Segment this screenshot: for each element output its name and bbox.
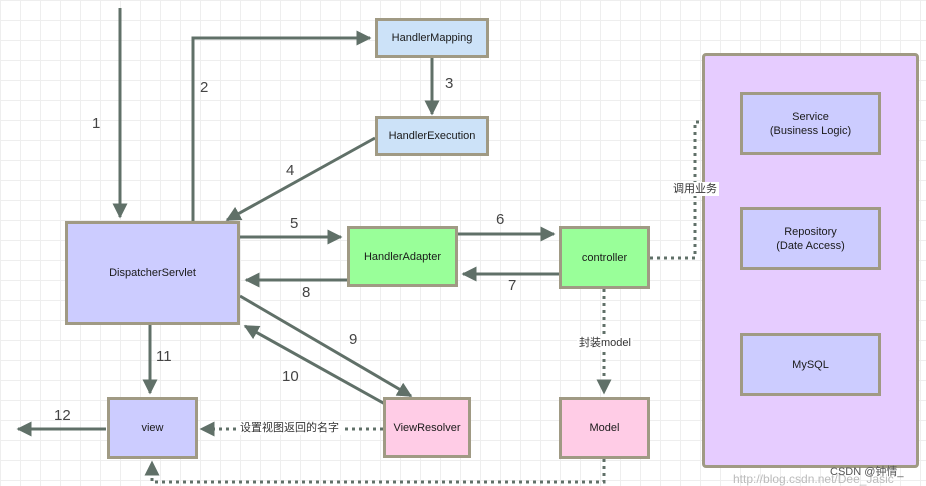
step-4-label: 4	[286, 162, 295, 179]
view-resolver-node: ViewResolver	[383, 397, 471, 458]
step-9-label: 9	[349, 331, 358, 348]
arrow-10	[243, 324, 386, 406]
step-5-label: 5	[290, 215, 299, 232]
step-6-label: 6	[496, 211, 505, 228]
wrap-model-label: 封装model	[577, 336, 633, 350]
watermark-url: http://blog.csdn.net/Dee_Jasic	[733, 472, 894, 486]
handler-adapter-node: HandlerAdapter	[347, 226, 458, 287]
service-node: Service (Business Logic)	[740, 92, 881, 155]
step-7-label: 7	[508, 277, 517, 294]
watermark-csdn: CSDN @钟情_	[830, 466, 904, 478]
repository-node: Repository (Date Access)	[740, 207, 881, 270]
dispatcher-servlet-node: DispatcherServlet	[65, 221, 240, 325]
step-1-label: 1	[92, 115, 101, 132]
dotted-model-to-view	[144, 459, 606, 484]
mysql-node: MySQL	[740, 333, 881, 396]
view-node: view	[107, 397, 198, 459]
step-3-label: 3	[445, 75, 454, 92]
model-node: Model	[559, 397, 650, 459]
handler-execution-node: HandlerExecution	[375, 116, 489, 156]
step-10-label: 10	[282, 368, 299, 385]
step-12-label: 12	[54, 407, 71, 424]
set-view-name-label: 设置视图返回的名字	[238, 421, 341, 435]
handler-mapping-node: HandlerMapping	[375, 18, 489, 58]
step-2-label: 2	[200, 79, 209, 96]
arrow-2	[191, 30, 372, 221]
arrow-9	[239, 294, 413, 398]
call-business-label: 调用业务	[671, 182, 719, 196]
step-8-label: 8	[302, 284, 311, 301]
controller-node: controller	[559, 226, 650, 289]
step-11-label: 11	[156, 348, 172, 365]
arrow-4	[225, 136, 376, 222]
